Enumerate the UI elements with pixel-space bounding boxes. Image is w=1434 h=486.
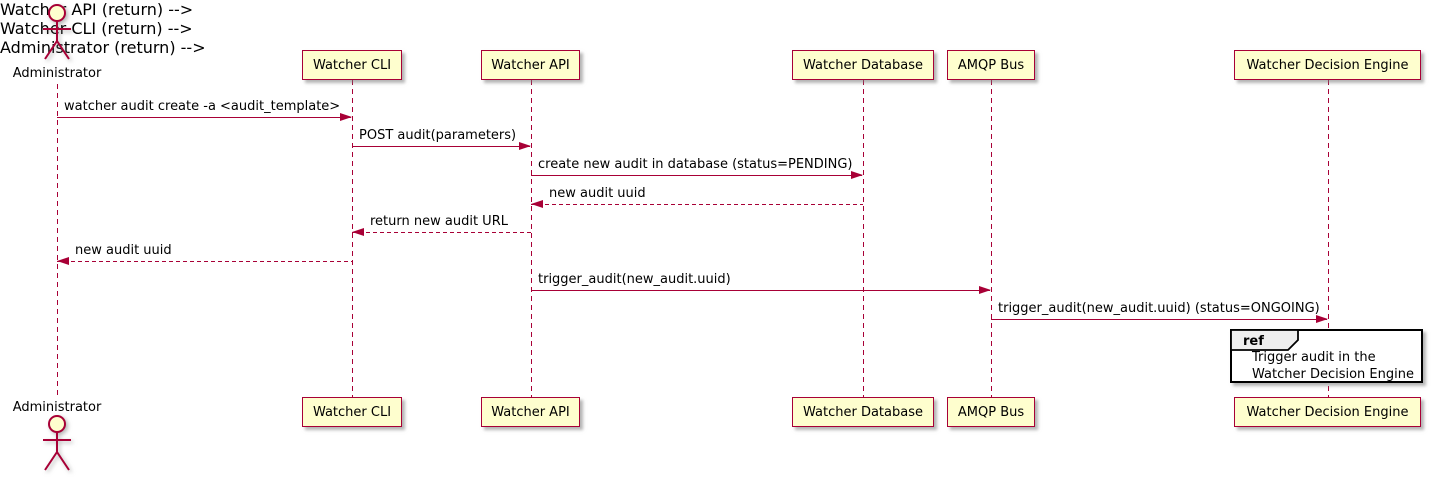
participant-bottom-watcher-api: Watcher API: [481, 397, 580, 427]
arrowhead-right-icon: [979, 286, 991, 294]
message-line: [57, 117, 351, 119]
lifeline-amqp-bus: [991, 80, 992, 397]
actor-label-top: Administrator: [12, 66, 102, 81]
arrowhead-left-icon: [531, 200, 543, 208]
participant-top-watcher-api: Watcher API: [481, 50, 580, 80]
message-line: [352, 232, 531, 234]
lifeline-watcher-decision-engine: [1328, 80, 1329, 397]
message-label: watcher audit create -a <audit_template>: [64, 99, 341, 114]
participant-bottom-amqp-bus: AMQP Bus: [947, 397, 1035, 427]
participant-top-amqp-bus: AMQP Bus: [947, 50, 1035, 80]
participant-top-watcher-decision-engine: Watcher Decision Engine: [1234, 50, 1421, 80]
participant-top-watcher-database: Watcher Database: [792, 50, 934, 80]
ref-line-1: Trigger audit in the: [1252, 350, 1376, 365]
arrowhead-right-icon: [340, 113, 352, 121]
participant-top-watcher-cli: Watcher CLI: [302, 50, 402, 80]
arrowhead-left-icon: [57, 257, 69, 265]
ref-fragment: ref Trigger audit in the Watcher Decisio…: [1230, 329, 1423, 383]
message-label: new audit uuid: [75, 243, 172, 258]
arrowhead-right-icon: [851, 171, 863, 179]
message-label: new audit uuid: [549, 186, 646, 201]
actor-figure-bottom: [39, 414, 75, 476]
arrowhead-right-icon: [519, 142, 531, 150]
participant-bottom-watcher-database: Watcher Database: [792, 397, 934, 427]
participant-bottom-watcher-decision-engine: Watcher Decision Engine: [1234, 397, 1421, 427]
message-line: [352, 146, 530, 148]
arrowhead-left-icon: [352, 228, 364, 236]
message-label: create new audit in database (status=PEN…: [538, 157, 853, 172]
lifeline-watcher-api: [531, 80, 532, 397]
message-line: [57, 261, 352, 263]
lifeline-watcher-cli: [352, 80, 353, 397]
ref-line-2: Watcher Decision Engine: [1252, 366, 1414, 382]
message-label: trigger_audit(new_audit.uuid): [538, 272, 731, 287]
message-label: return new audit URL: [370, 214, 508, 229]
actor-label-bottom: Administrator: [12, 400, 102, 415]
lifeline-administrator: [57, 84, 58, 397]
message-label: trigger_audit(new_audit.uuid) (status=ON…: [998, 301, 1320, 316]
participant-bottom-watcher-cli: Watcher CLI: [302, 397, 402, 427]
stick-figure-icon: [43, 415, 71, 471]
message-line: [531, 290, 990, 292]
message-line: [531, 204, 863, 206]
message-label: POST audit(parameters): [359, 128, 517, 143]
ref-body: Trigger audit in the Watcher Decision En…: [1252, 350, 1414, 383]
ref-tag-label: ref: [1243, 334, 1264, 349]
lifeline-watcher-database: [863, 80, 864, 397]
message-line: [991, 319, 1327, 321]
ref-tag-icon: ref: [1230, 329, 1299, 351]
message-line: [531, 175, 862, 177]
actor-figure-top: [39, 3, 75, 65]
arrowhead-right-icon: [1316, 315, 1328, 323]
stick-figure-icon: [43, 4, 71, 60]
